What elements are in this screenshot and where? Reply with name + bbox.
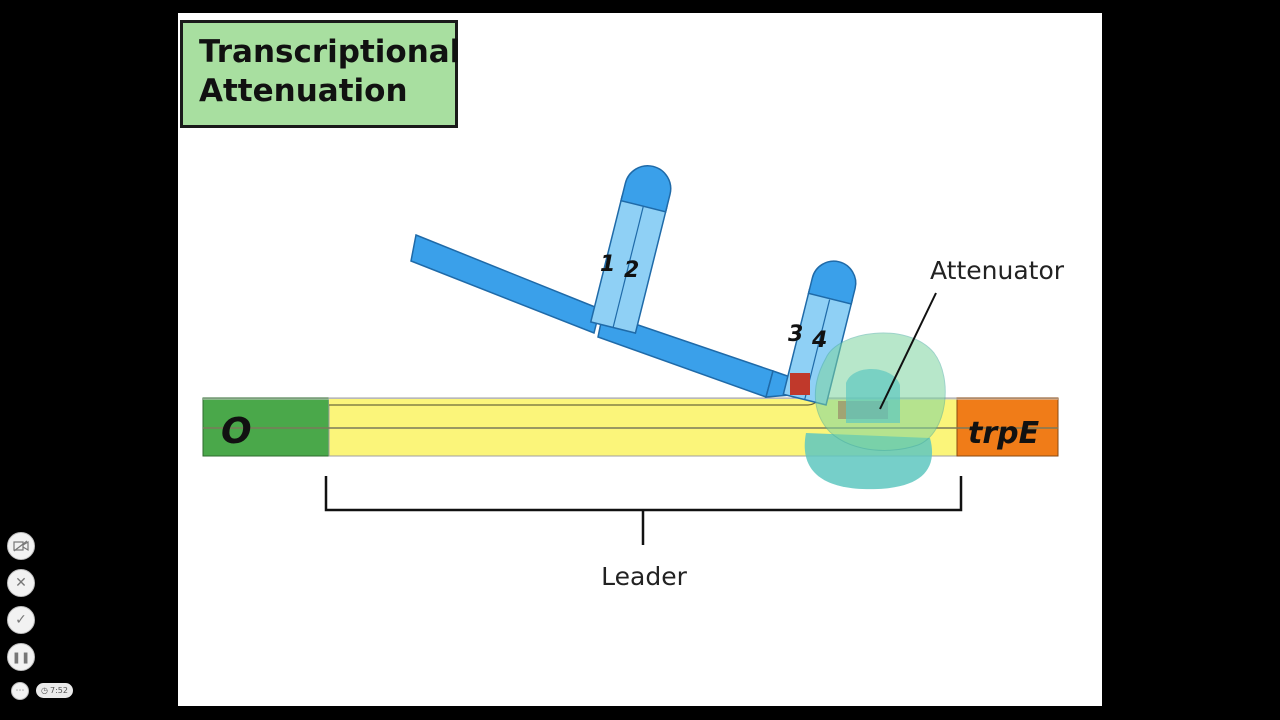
region-label-4: 4 [811, 328, 827, 353]
more-icon: ⋯ [15, 686, 25, 696]
operator-label: O [221, 411, 252, 452]
more-button[interactable]: ⋯ [11, 682, 29, 700]
gene-segment [956, 397, 1059, 457]
region-label-1: 1 [600, 252, 615, 277]
attenuator-label: Attenuator [930, 256, 1065, 285]
leader-label: Leader [601, 562, 687, 591]
close-icon: ✕ [15, 575, 27, 591]
title-line-1: Transcriptional [199, 34, 461, 70]
attenuator-pointer-line [879, 292, 937, 410]
video-off-button[interactable] [7, 532, 35, 560]
attenuation-diagram: 1 2 3 4 O trpE Attenuator Leader [202, 165, 1065, 591]
confirm-button[interactable]: ✓ [7, 606, 35, 634]
video-off-icon [13, 540, 29, 552]
leader-bracket [324, 476, 963, 545]
stem-loop-1-2 [589, 165, 672, 334]
timer-badge: ◷ 7:52 [36, 683, 73, 698]
pause-icon: ❚❚ [11, 650, 31, 664]
title-line-2: Attenuation [199, 73, 408, 109]
recording-controls: ✕ ✓ ❚❚ ⋯ ◷ 7:52 [0, 0, 178, 720]
attenuator-region [790, 373, 810, 395]
region-label-2: 2 [624, 258, 639, 283]
title-box: Transcriptional Attenuation [180, 20, 461, 128]
check-icon: ✓ [15, 612, 27, 628]
operator-segment [202, 397, 332, 457]
slide: 1 2 3 4 O trpE Attenuator Leader Transcr… [178, 13, 1102, 706]
clock-icon: ◷ [41, 686, 48, 695]
mrna-left-arm [410, 233, 601, 335]
gene-label: trpE [968, 416, 1040, 451]
region-label-3: 3 [788, 322, 803, 347]
pause-button[interactable]: ❚❚ [7, 643, 35, 671]
close-button[interactable]: ✕ [7, 569, 35, 597]
timer-text: 7:52 [49, 686, 68, 695]
